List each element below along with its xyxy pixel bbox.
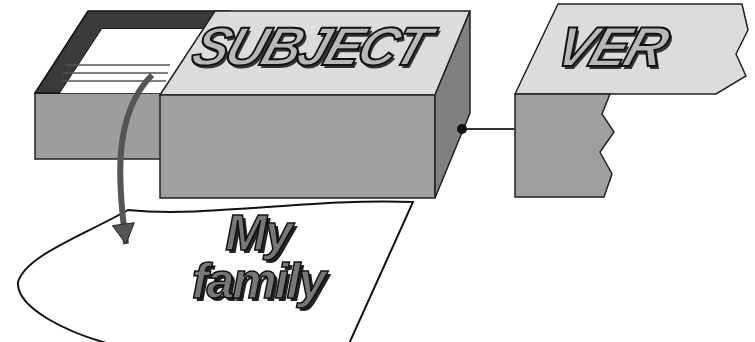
connector <box>112 75 152 244</box>
node-label: My family <box>158 210 358 305</box>
connector <box>457 124 515 134</box>
paper-card: My family <box>8 196 418 342</box>
subject-block: SUBJECT <box>30 3 475 200</box>
arrow-head <box>112 223 134 244</box>
node-label: SUBJECT <box>185 15 436 77</box>
joint-dot <box>457 124 467 134</box>
node-label: VER <box>547 14 674 79</box>
verb-block: VER <box>510 2 755 202</box>
connector-line <box>120 75 152 244</box>
connector-line <box>462 128 515 130</box>
